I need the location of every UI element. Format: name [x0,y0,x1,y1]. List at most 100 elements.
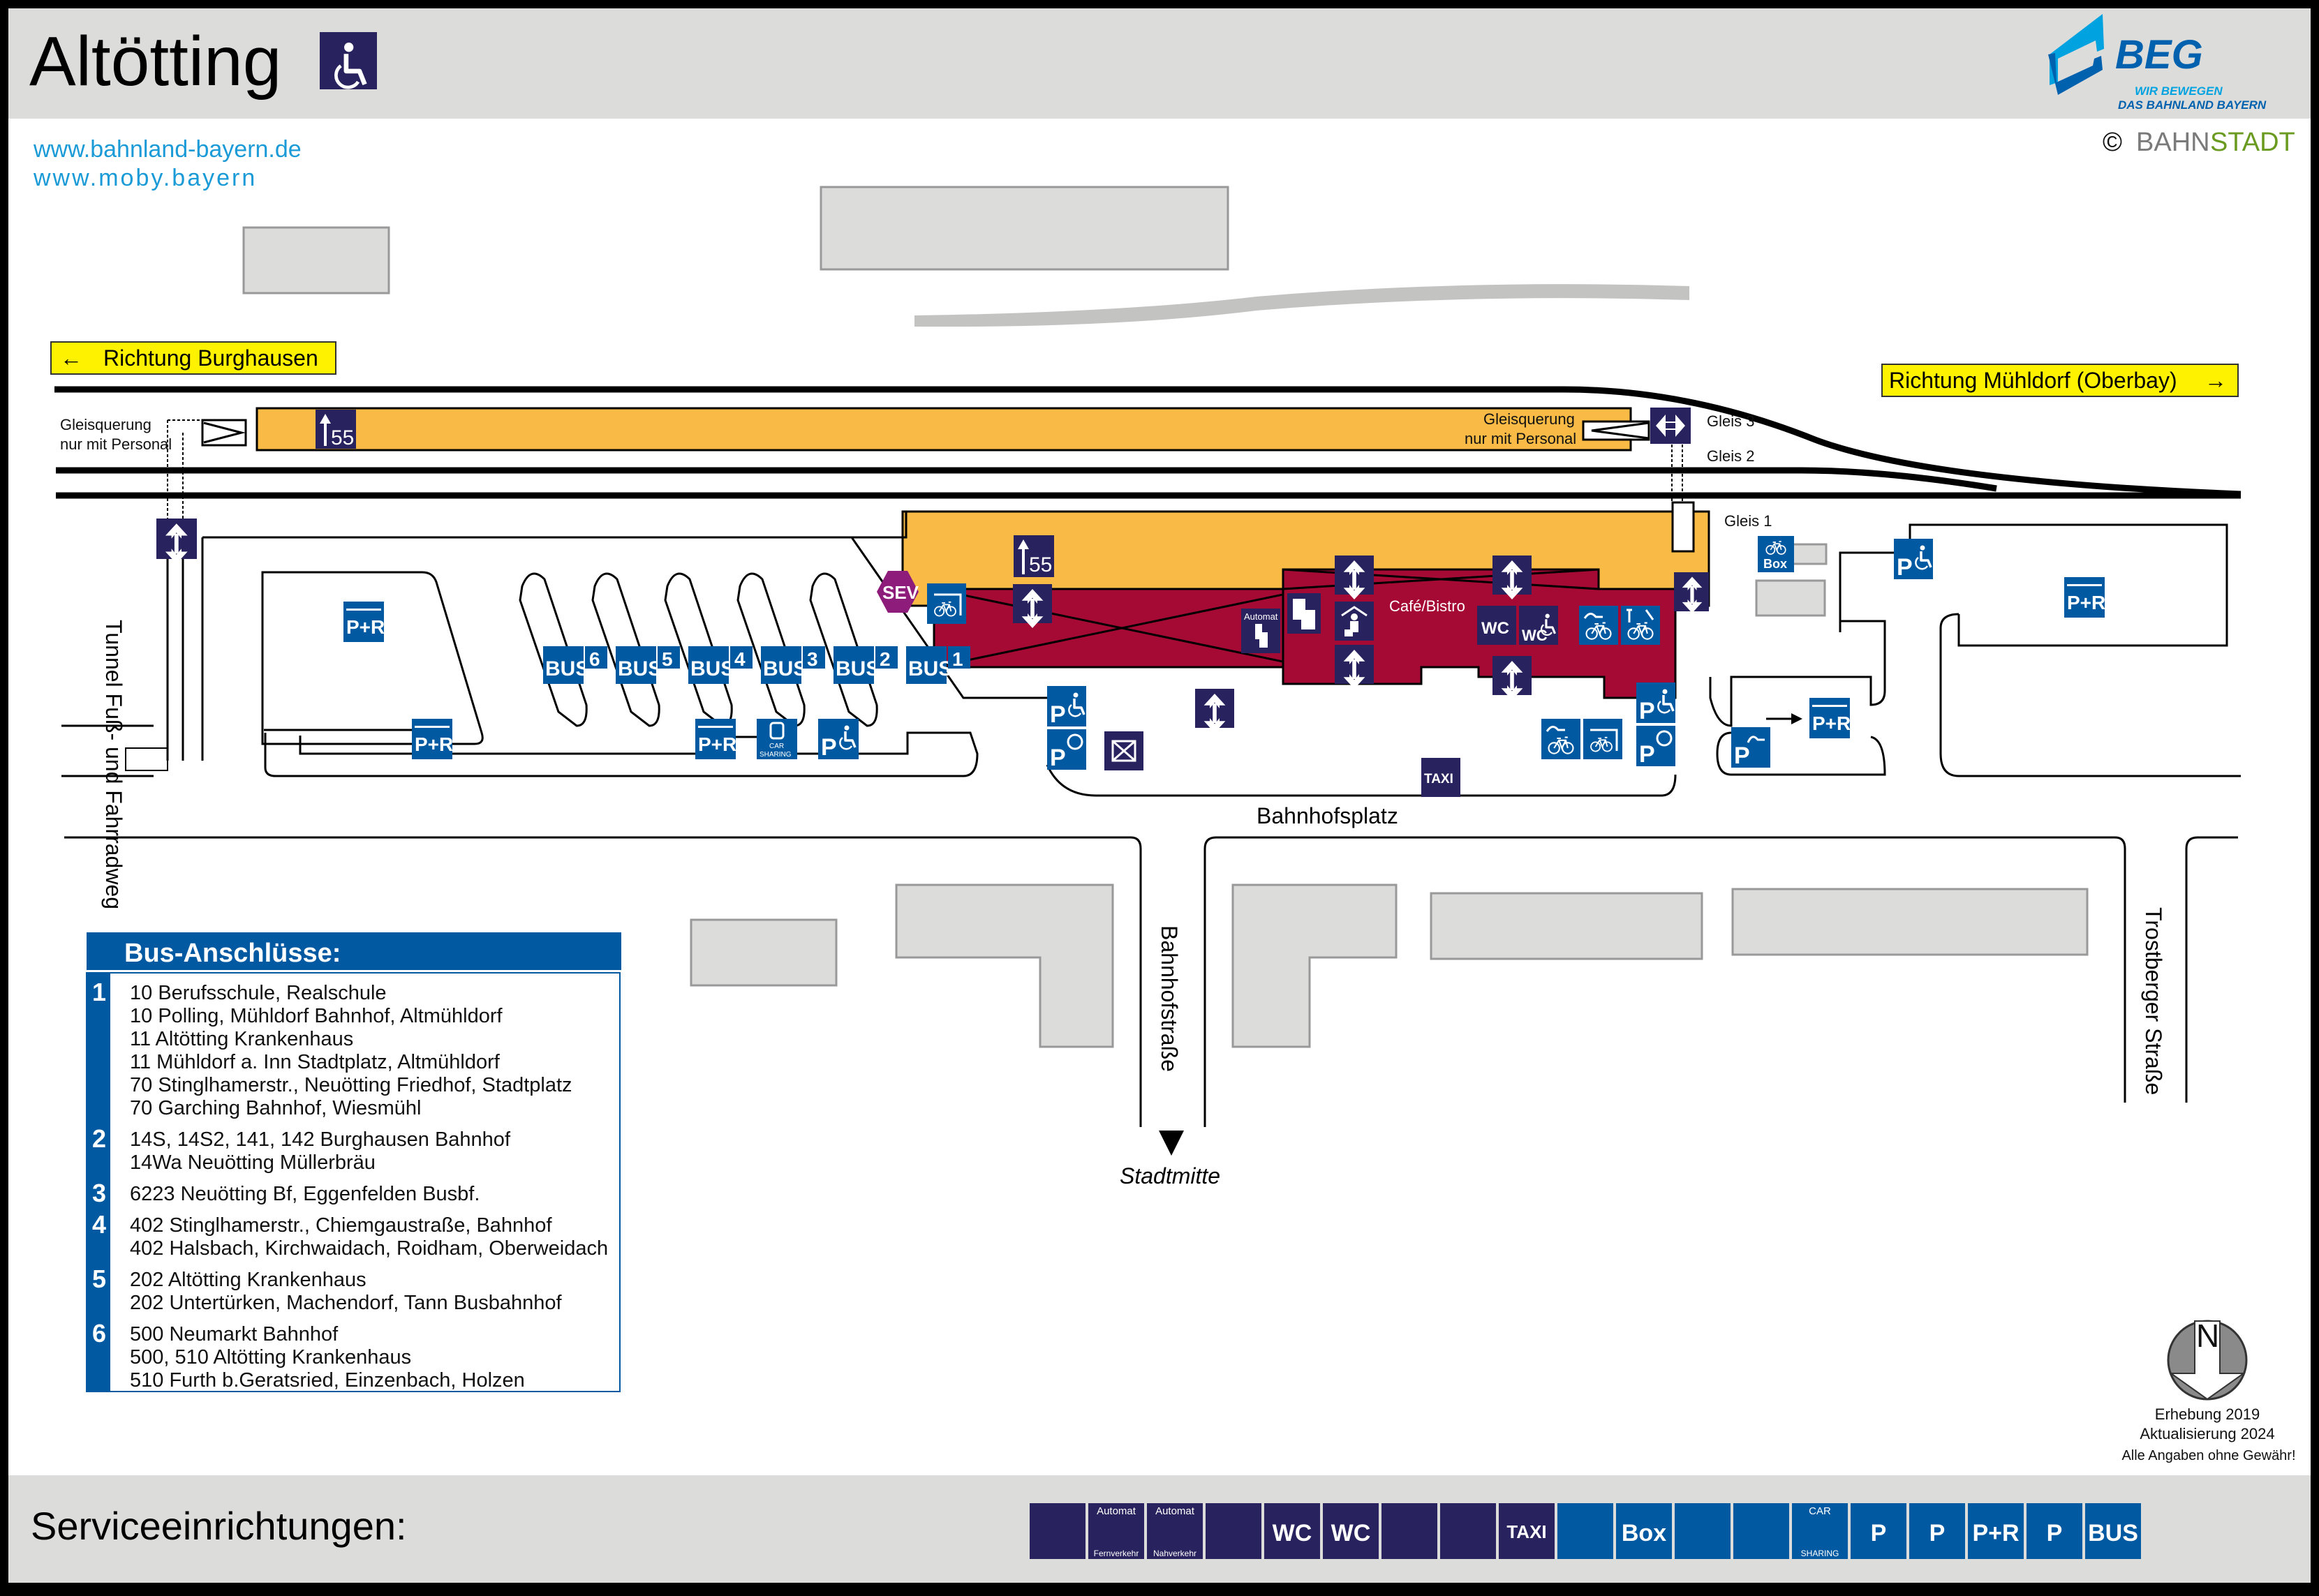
building [1231,883,1398,1048]
elevator-icon[interactable] [1335,555,1374,599]
park-and-ride-icon[interactable]: P+R [343,602,385,642]
covered-bike-parking-icon[interactable] [1583,719,1622,759]
svg-text:P+R: P+R [698,733,736,755]
bus-line: 14Wa Neuötting Müllerbräu [130,1151,376,1174]
wheelchair-icon [320,32,377,89]
accessible-parking-icon[interactable]: P [1636,683,1675,724]
svg-text:P: P [1929,1520,1946,1546]
svg-text:nur mit Personal: nur mit Personal [60,435,172,453]
covered-bike-parking-icon[interactable] [927,583,966,624]
wc-icon[interactable]: WC [1477,606,1516,645]
link-moby-bayern[interactable]: www.moby.bayern [33,165,257,191]
svg-text:P: P [1734,743,1750,769]
bike-repair-icon[interactable] [1621,606,1660,645]
taxi-icon[interactable]: TAXI [1421,758,1460,797]
bus-connections-title: Bus-Anschlüsse: [124,939,341,968]
short-term-parking-icon[interactable]: P [1636,726,1675,768]
accessible-wc-icon[interactable]: WC [1519,606,1558,645]
tunnel-label: Tunnel Fuß- und Fahrradweg [101,620,126,909]
north-arrow-compass: N [2167,1318,2248,1401]
bus-line: 11 Mühldorf a. Inn Stadtplatz, Altmühldo… [130,1051,501,1073]
park-and-ride-icon[interactable]: P+R [412,719,453,759]
svg-text:WC: WC [1522,627,1548,644]
parking-area-right [1709,523,2241,777]
ebike-charging-icon[interactable] [1579,606,1618,645]
elevator-icon[interactable] [1492,656,1532,700]
bus-line: 10 Berufsschule, Realschule [130,982,387,1004]
platform-height-sign: 55 [1014,535,1054,577]
svg-text:BUS: BUS [2088,1520,2138,1546]
short-term-parking-icon[interactable]: P [1047,729,1086,771]
building [820,186,1229,271]
svg-text:P: P [1639,741,1655,768]
ev-charging-parking-icon[interactable]: P [1731,727,1770,769]
bus-line: 14S, 14S2, 141, 142 Burghausen Bahnhof [130,1128,511,1151]
crossing-arrow-icon [1650,408,1691,444]
svg-text:BUS: BUS [545,657,589,680]
ebike-charging-icon[interactable] [1541,719,1580,759]
elevator-icon[interactable] [1195,689,1234,733]
accessible-parking-icon[interactable]: P [1894,539,1933,581]
svg-text:WC: WC [1273,1520,1312,1546]
bahnhofsplatz-label: Bahnhofsplatz [1257,803,1398,828]
survey-year: Erhebung 2019 [2155,1405,2260,1423]
svg-text:CAR: CAR [1809,1505,1831,1517]
accessible-parking-icon[interactable]: P [818,719,859,761]
park-and-ride-icon[interactable]: P+R [1809,698,1851,738]
bus-line: 202 Altötting Krankenhaus [130,1269,366,1291]
elevator-icon[interactable] [1013,584,1052,628]
accessible-parking-icon[interactable]: P [1047,686,1086,728]
bike-repair-icon [1557,1503,1613,1559]
building [690,918,838,987]
elevator-icon[interactable] [1674,572,1709,613]
svg-text:4: 4 [734,648,746,670]
arrow-right-icon: → [2205,368,2227,393]
north-label: N [2196,1318,2219,1354]
svg-text:SHARING: SHARING [760,751,792,759]
waiting-room-icon[interactable] [1335,602,1374,641]
park-and-ride-icon[interactable]: P+R [695,719,736,759]
sev-replacement-bus-icon[interactable]: SEV [877,571,919,613]
building [1430,892,1703,960]
building [1731,888,2089,956]
building [895,883,1114,1048]
bus-stop-number: 3 [92,1179,106,1207]
svg-text:P: P [1639,698,1655,724]
park-and-ride-icon[interactable]: P+R [2064,577,2105,618]
svg-text:BUS: BUS [763,657,807,680]
ticket-counter-icon[interactable] [1287,593,1321,634]
elevator-icon[interactable] [156,519,197,564]
building [242,226,390,294]
bus-line: 11 Altötting Krankenhaus [130,1028,353,1050]
elevator-icon[interactable] [1492,555,1532,599]
beg-logo: BEG WIR BEWEGEN DAS BAHNLAND BAYERN [2048,14,2267,112]
park-and-ride-icon: P+R [1968,1503,2024,1559]
elevator-icon[interactable] [1335,645,1374,689]
bike-box-icon[interactable]: Box [1758,536,1794,572]
bus-icon: BUS [2085,1503,2141,1559]
waiting-room-icon [1206,1503,1261,1559]
tracks [54,386,2242,499]
svg-text:P: P [2047,1520,2063,1546]
mailbox-icon[interactable] [1104,731,1143,770]
svg-text:6: 6 [589,648,600,670]
track-label-gleis-3: Gleis 3 [1707,412,1754,430]
link-bahnland-bayern[interactable]: www.bahnland-bayern.de [33,136,302,163]
accessible-wc-icon: WC [1264,1503,1320,1559]
svg-text:P+R: P+R [1812,713,1851,734]
svg-text:Nahverkehr: Nahverkehr [1153,1549,1196,1558]
svg-text:nur mit Personal: nur mit Personal [1465,430,1576,447]
ticket-machine-icon[interactable]: Automat [1241,609,1280,653]
